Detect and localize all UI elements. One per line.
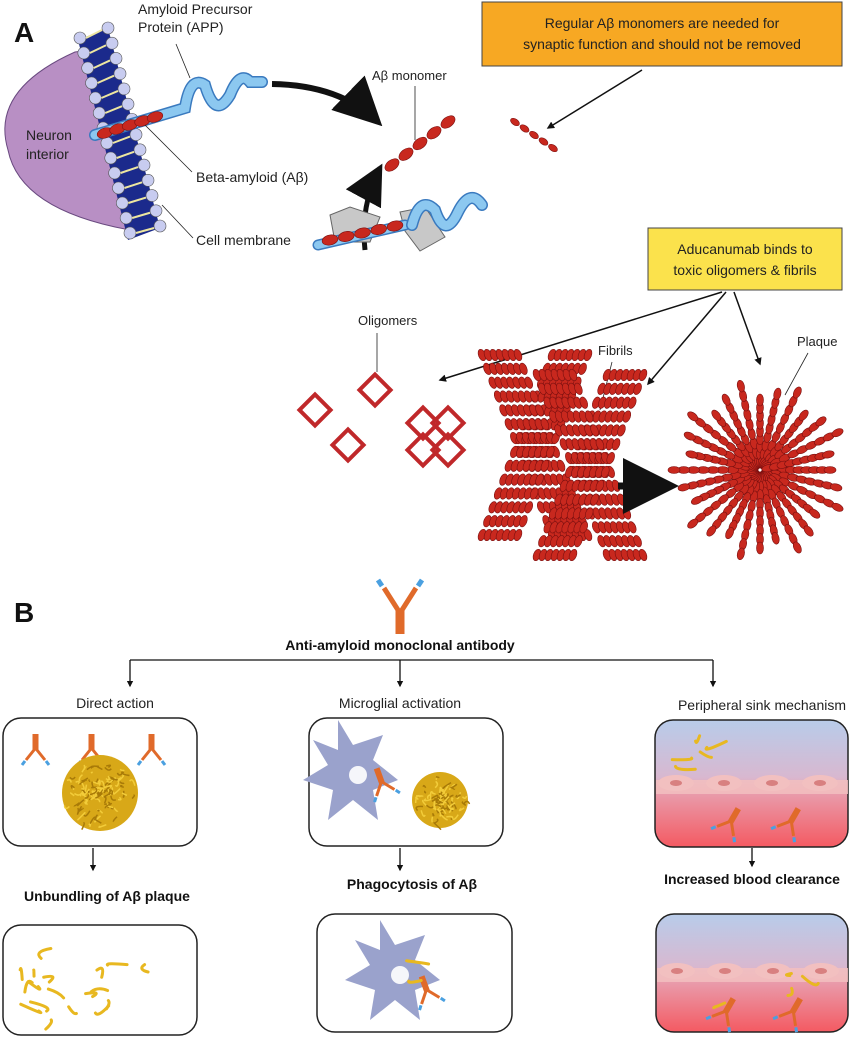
result-unbundling: Unbundling of Aβ plaque <box>24 888 190 904</box>
svg-text:synaptic function and should n: synaptic function and should not be remo… <box>523 36 801 52</box>
beta-amyloid-label: Beta-amyloid (Aβ) <box>196 169 308 185</box>
note-regular-monomers: Regular Aβ monomers are needed for synap… <box>482 2 842 66</box>
panel-a-letter: A <box>14 17 34 48</box>
neuron-interior-label: Neuron <box>26 127 72 143</box>
cleavage-arrow <box>272 84 378 122</box>
branch-microglial-title: Microglial activation <box>339 695 461 711</box>
abeta-monomer-regular <box>509 117 559 154</box>
abeta-monomer <box>383 113 458 174</box>
neuron-interior-label-2: interior <box>26 146 69 162</box>
svg-text:Aducanumab binds to: Aducanumab binds to <box>677 241 813 257</box>
fibrils <box>477 348 649 562</box>
oligomers-label: Oligomers <box>358 313 418 328</box>
svg-text:toxic oligomers & fibrils: toxic oligomers & fibrils <box>673 262 816 278</box>
app-label: Amyloid Precursor <box>138 1 253 17</box>
note-aducanumab: Aducanumab binds to toxic oligomers & fi… <box>648 228 842 290</box>
plaque-label: Plaque <box>797 334 837 349</box>
monomer-label: Aβ monomer <box>372 68 447 83</box>
plaque <box>668 380 844 561</box>
amyloid-plaque-ball <box>62 755 138 831</box>
branch-direct-title: Direct action <box>76 695 154 711</box>
oligomers <box>299 374 463 465</box>
app-label-2: Protein (APP) <box>138 19 224 35</box>
root-label: Anti-amyloid monoclonal antibody <box>285 637 515 653</box>
cleaved-app <box>318 198 482 251</box>
branch-peripheral-title: Peripheral sink mechanism <box>678 697 846 713</box>
antibody-icon <box>378 580 422 634</box>
svg-text:Regular Aβ monomers are needed: Regular Aβ monomers are needed for <box>545 15 780 31</box>
fibrils-label: Fibrils <box>598 343 633 358</box>
cell-membrane-label: Cell membrane <box>196 232 291 248</box>
unbundling-box <box>3 925 197 1035</box>
result-phagocytosis: Phagocytosis of Aβ <box>347 876 478 892</box>
panel-b-letter: B <box>14 597 34 628</box>
result-clearance: Increased blood clearance <box>664 871 840 887</box>
